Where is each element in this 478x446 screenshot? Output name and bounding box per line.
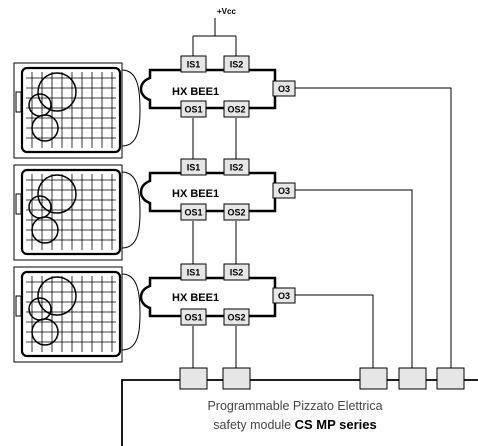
- module-input-terminal-5: [436, 367, 465, 390]
- terminal-o3-label: O3: [278, 291, 290, 301]
- terminal-os1-label: OS1: [184, 208, 202, 218]
- sensor-unit-2: IS1 IS2 HX BEE1 OS1 OS2 O3: [13, 158, 296, 261]
- sensor-unit-3: IS1 IS2 HX BEE1 OS1 OS2 O3: [13, 263, 296, 363]
- o3-wires: [295, 87, 452, 368]
- terminal-is2: [223, 263, 250, 281]
- terminal-os2: [223, 203, 250, 221]
- terminal-is1-label: IS1: [187, 60, 201, 70]
- terminal-os2: [223, 308, 250, 326]
- terminal-os1-label: OS1: [184, 313, 202, 323]
- terminal-is2-label: IS2: [230, 268, 244, 278]
- terminal-is2: [223, 158, 250, 176]
- door-panel: [13, 164, 123, 261]
- vcc-label: +Vcc: [217, 7, 236, 16]
- sensor-model-label: HX BEE1: [172, 188, 219, 200]
- terminal-is1-label: IS1: [187, 268, 201, 278]
- terminal-os2-label: OS2: [227, 208, 245, 218]
- sensor-model-label: HX BEE1: [172, 86, 219, 98]
- module-series-name: CS MP series: [295, 417, 377, 432]
- terminal-is2-label: IS2: [230, 163, 244, 173]
- terminal-is1: [180, 158, 207, 176]
- terminal-is2-label: IS2: [230, 60, 244, 70]
- terminal-is1: [180, 55, 207, 73]
- terminal-os2: [223, 100, 250, 118]
- terminal-os2-label: OS2: [227, 105, 245, 115]
- terminal-o3-label: O3: [278, 186, 290, 196]
- safety-module: Programmable Pizzato Elettrica safety mo…: [121, 367, 478, 446]
- module-input-terminal-3: [359, 367, 388, 390]
- terminal-o3-label: O3: [278, 84, 290, 94]
- terminal-o3: [272, 287, 296, 304]
- door-panel: [13, 62, 123, 159]
- module-input-terminal-1: [179, 367, 208, 390]
- module-title-line2: safety module CS MP series: [213, 417, 376, 432]
- vcc-supply: +Vcc: [192, 7, 237, 56]
- terminal-o3: [272, 182, 296, 199]
- terminal-o3: [272, 80, 296, 97]
- terminal-is1: [180, 263, 207, 281]
- terminal-is2: [223, 55, 250, 73]
- terminal-os1: [180, 100, 207, 118]
- cascade-wires: [192, 118, 237, 368]
- terminal-os2-label: OS2: [227, 313, 245, 323]
- sensor-unit-1: IS1 IS2 HX BEE1 OS1 OS2 O3: [13, 55, 296, 159]
- module-input-terminal-2: [222, 367, 251, 390]
- terminal-os1: [180, 308, 207, 326]
- module-title-prefix: safety module: [213, 418, 294, 432]
- sensor-model-label: HX BEE1: [172, 292, 219, 304]
- door-panel: [13, 266, 123, 363]
- module-input-terminal-4: [398, 367, 427, 390]
- terminal-os1-label: OS1: [184, 105, 202, 115]
- module-title-line1: Programmable Pizzato Elettrica: [207, 399, 382, 413]
- terminal-is1-label: IS1: [187, 163, 201, 173]
- terminal-os1: [180, 203, 207, 221]
